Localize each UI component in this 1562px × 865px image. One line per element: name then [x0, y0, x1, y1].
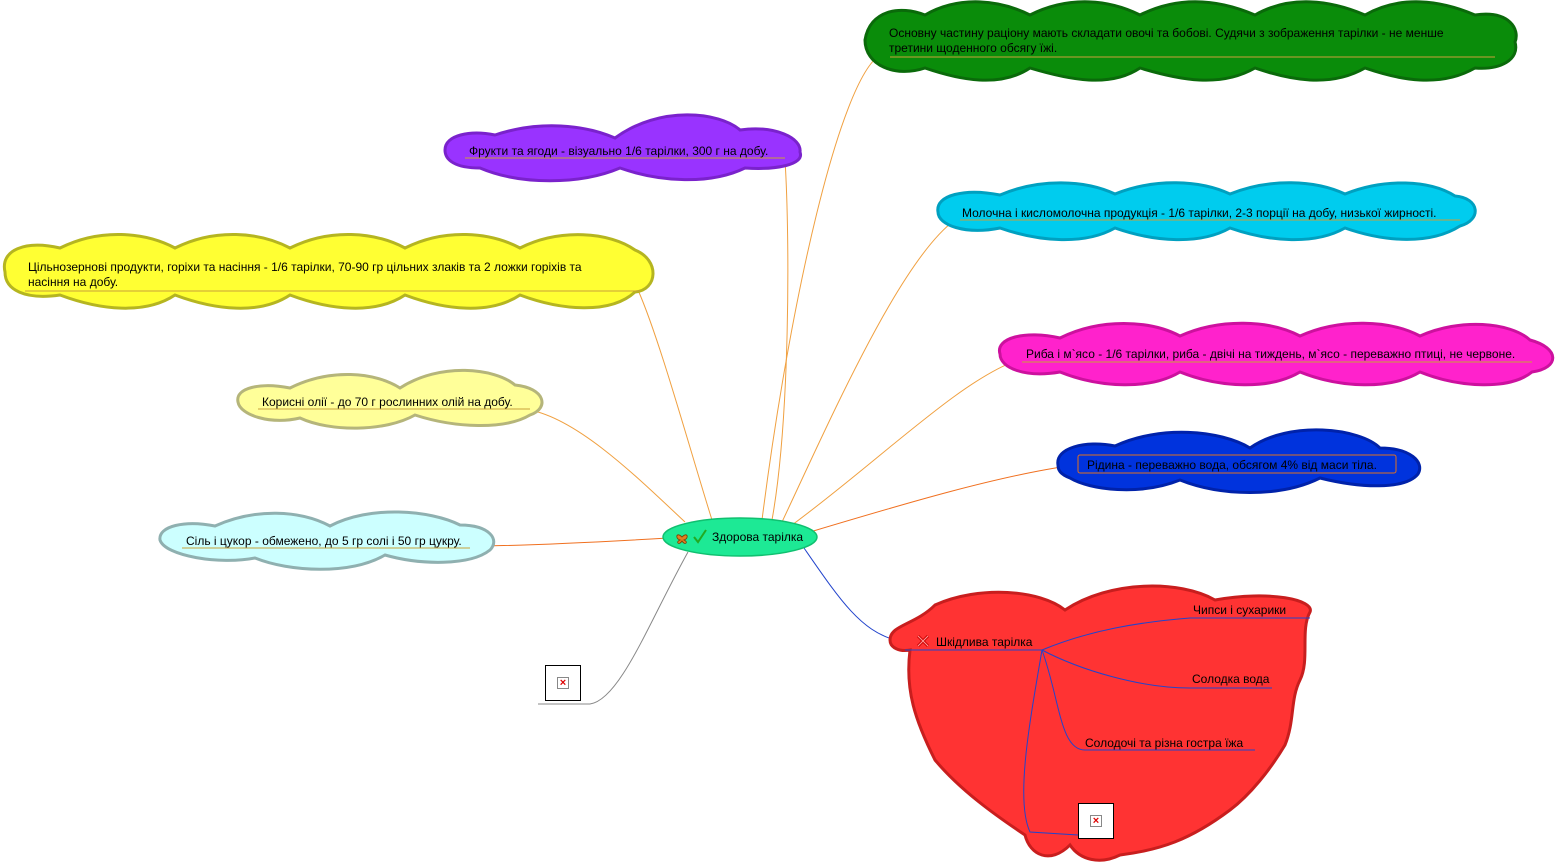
topic-dairy-label[interactable]: Молочна і кисломолочна продукція - 1/6 т…	[962, 206, 1437, 220]
connector-oils	[529, 409, 686, 523]
connector-harmful	[803, 547, 896, 641]
topic-salt-sugar-shape[interactable]	[158, 510, 496, 571]
topic-dairy-shape[interactable]	[936, 181, 1477, 242]
connector-soda	[1041, 649, 1272, 689]
connector-image	[538, 551, 689, 705]
central-topic-shape[interactable]	[662, 517, 818, 557]
topic-vegetables-label-line1[interactable]: Основну частину раціону мають складати о…	[889, 26, 1444, 40]
topic-liquid-label[interactable]: Рідина - переважно вода, обсягом 4% від …	[1087, 458, 1377, 472]
connector-grains	[637, 289, 713, 521]
topic-fruits-label[interactable]: Фрукти та ягоди - візуально 1/6 тарілки,…	[469, 144, 769, 158]
topic-vegetables-label-line2[interactable]: третини щоденного обсягу їжі.	[889, 41, 1058, 55]
checkmark-icon	[693, 529, 707, 544]
connector-harmful-image	[1023, 649, 1079, 836]
connector-salt-sugar	[469, 537, 669, 547]
broken-image-x: ×	[1090, 815, 1102, 827]
connector-fish-meat	[791, 359, 1019, 526]
connector-liquid	[809, 464, 1076, 533]
broken-image-icon[interactable]: ×	[545, 665, 581, 701]
topic-oils-shape[interactable]	[236, 368, 544, 430]
topic-fruits-shape[interactable]	[443, 113, 802, 183]
connector-chips	[1041, 617, 1310, 651]
topic-vegetables-shape[interactable]	[863, 0, 1518, 82]
butterfly-icon	[676, 534, 688, 544]
central-topic-label[interactable]: Здорова тарілка	[712, 530, 804, 544]
harmful-topic-label[interactable]: Шкідлива тарілка	[936, 635, 1033, 649]
topic-salt-sugar-label[interactable]: Сіль і цукор - обмежено, до 5 гр солі і …	[186, 534, 462, 548]
connector-sweets	[1041, 649, 1255, 751]
broken-image-icon[interactable]: ×	[1078, 803, 1114, 839]
topic-grains-shape[interactable]	[2, 233, 655, 310]
broken-image-x: ×	[557, 677, 569, 689]
topic-grains-label-line1[interactable]: Цільнозернові продукти, горіхи та насінн…	[28, 260, 582, 274]
topic-oils-label[interactable]: Корисні олії - до 70 г рослинних олій на…	[262, 395, 513, 409]
harmful-item-soda[interactable]: Солодка вода	[1192, 672, 1270, 686]
harmful-item-sweets[interactable]: Солодочі та різна гостра їжа	[1085, 736, 1244, 750]
harmful-plate-shape[interactable]	[888, 584, 1312, 862]
topic-grains-label-line2[interactable]: насіння на добу.	[28, 275, 119, 289]
connector-vegetables	[761, 54, 881, 521]
harmful-item-chips[interactable]: Чипси і сухарики	[1193, 603, 1287, 617]
topic-fish-meat-label[interactable]: Риба і м`ясо - 1/6 тарілки, риба - двічі…	[1026, 347, 1516, 361]
topic-liquid-shape[interactable]	[1056, 428, 1422, 494]
connector-dairy	[781, 219, 956, 523]
cross-icon	[916, 634, 930, 648]
topic-fish-meat-shape[interactable]	[998, 321, 1555, 387]
connector-fruits	[771, 159, 789, 521]
